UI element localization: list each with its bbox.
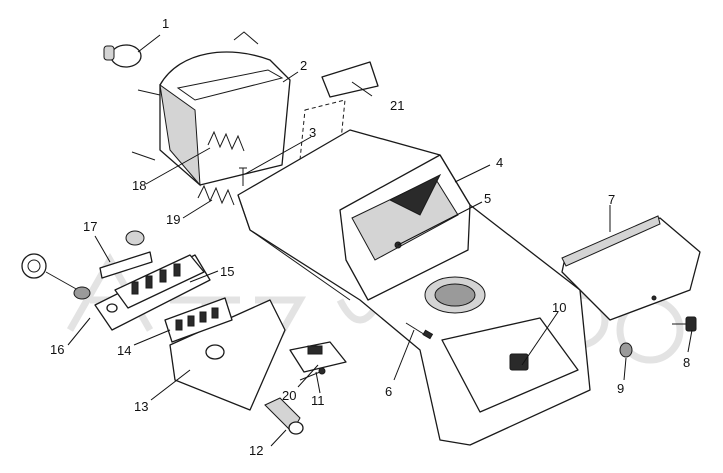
part-knob-16	[21, 253, 91, 300]
part-switch-panel	[94, 230, 211, 331]
callout-6: 6	[385, 384, 392, 399]
part-screw-3	[239, 167, 247, 186]
callout-14: 14	[117, 343, 131, 358]
callout-2: 2	[300, 58, 307, 73]
part-bulb	[103, 44, 142, 68]
callout-21: 21	[390, 98, 404, 113]
leader-lines	[67, 34, 693, 447]
part-bracket-17	[99, 251, 153, 279]
callout-1: 1	[162, 16, 169, 31]
callout-13: 13	[134, 399, 148, 414]
part-connector-11	[289, 341, 347, 373]
part-console-main	[237, 129, 591, 446]
callout-11: 11	[311, 393, 325, 408]
part-cap	[509, 353, 529, 371]
callout-19: 19	[166, 212, 180, 227]
callout-9: 9	[617, 381, 624, 396]
callout-18: 18	[132, 178, 146, 193]
callout-20: 20	[282, 388, 296, 403]
callout-4: 4	[496, 155, 503, 170]
part-side-cover	[561, 215, 701, 321]
part-headlight-housing	[131, 31, 291, 187]
callout-16: 16	[50, 342, 64, 357]
callout-17: 17	[83, 219, 97, 234]
callout-7: 7	[608, 192, 615, 207]
part-screw-6	[405, 322, 434, 340]
callout-10: 10	[552, 300, 566, 315]
part-bulb-12	[264, 397, 304, 435]
callout-15: 15	[220, 264, 234, 279]
callout-8: 8	[683, 355, 690, 370]
callout-5: 5	[484, 191, 491, 206]
callout-12: 12	[249, 443, 263, 458]
part-knob-8	[672, 316, 697, 332]
part-springs	[197, 130, 245, 206]
part-bracket-13	[164, 297, 286, 411]
part-decal	[321, 61, 379, 98]
callout-3: 3	[309, 125, 316, 140]
part-grommet-9	[619, 342, 633, 358]
